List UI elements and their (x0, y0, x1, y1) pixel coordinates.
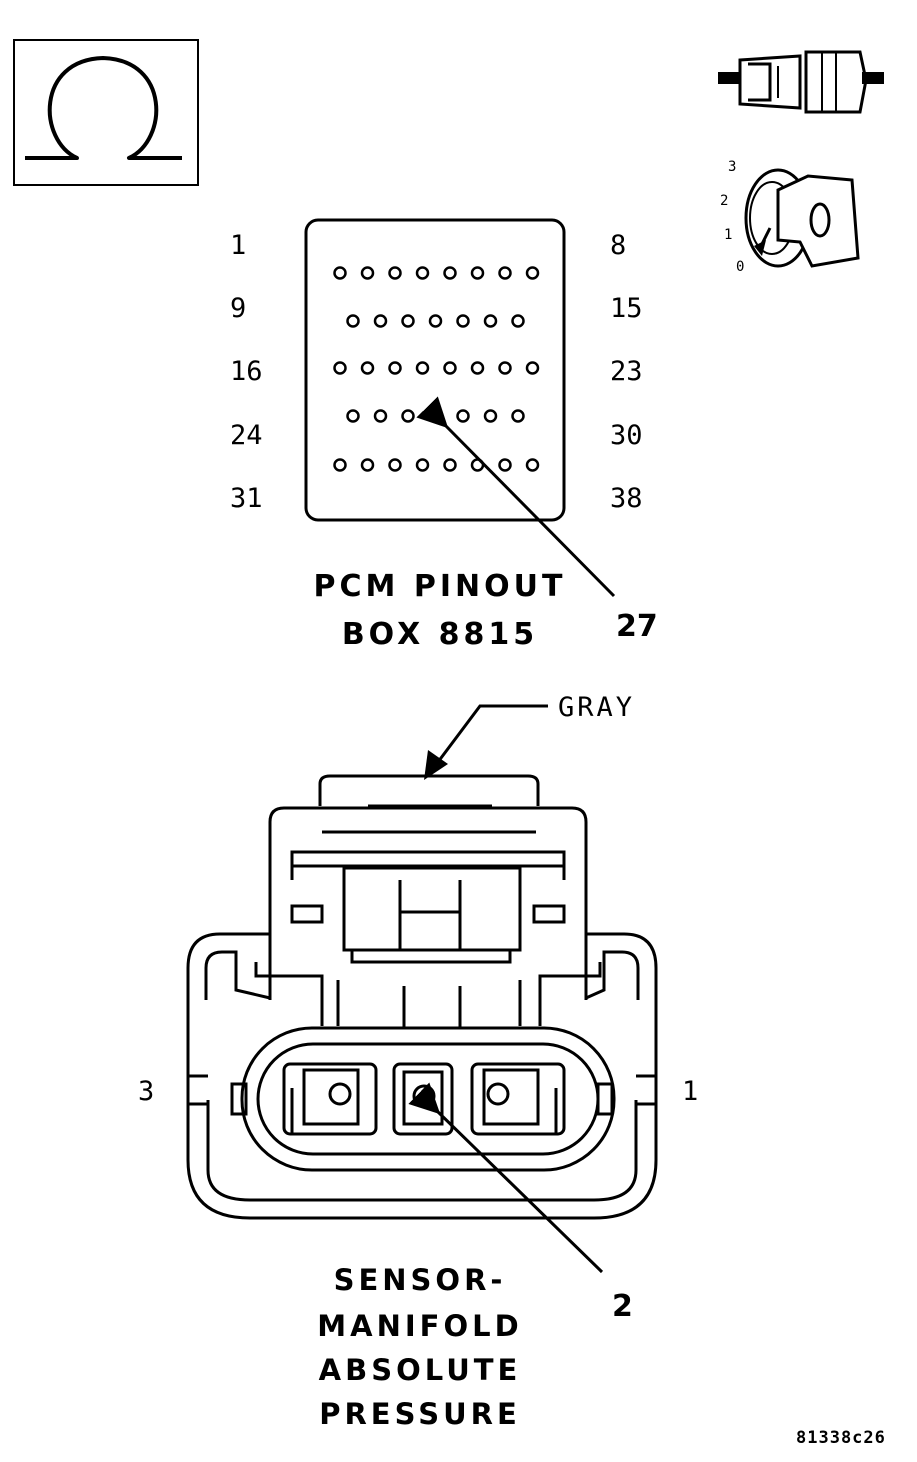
pcm-row-left-label: 24 (230, 420, 263, 451)
pcm-row-right-label: 8 (610, 230, 627, 261)
pcm-pin (456, 409, 470, 423)
pcm-pin (483, 314, 498, 328)
pcm-row-right-label: 30 (610, 420, 643, 451)
pcm-pin (333, 266, 347, 280)
color-leader-arrow (424, 704, 548, 780)
pcm-pin (333, 458, 347, 472)
pcm-pin (443, 266, 457, 280)
pcm-pin (401, 314, 415, 328)
pcm-pin (498, 458, 512, 472)
connector-color-label: GRAY (558, 692, 636, 723)
pcm-pin (415, 266, 430, 280)
sensor-pin-left-label: 3 (138, 1076, 155, 1107)
sensor-title-line3: ABSOLUTE (318, 1353, 522, 1387)
pcm-pin (443, 458, 457, 472)
pcm-pin (498, 361, 512, 375)
pcm-pin (333, 361, 347, 375)
sensor-callout-arrow (408, 1082, 604, 1274)
sensor-callout-label: 2 (612, 1289, 633, 1324)
pcm-pin (373, 409, 388, 423)
pcm-pin (346, 409, 360, 423)
pcm-pin (360, 266, 375, 280)
map-sensor-connector (186, 774, 658, 1220)
pcm-pin (498, 266, 512, 280)
ignition-position-0: 0 (736, 259, 745, 275)
sensor-title-line4: PRESSURE (319, 1397, 521, 1431)
ignition-key-icon (744, 168, 860, 268)
pcm-callout-arrow (416, 396, 616, 598)
ignition-position-1: 1 (724, 227, 733, 243)
pcm-pin (511, 409, 525, 423)
pcm-pin (470, 266, 485, 280)
pcm-pin (525, 361, 540, 375)
pcm-pin (428, 409, 443, 423)
pcm-pin (511, 314, 525, 328)
pcm-pin (456, 314, 470, 328)
pcm-pins (333, 266, 540, 472)
pcm-pin (525, 458, 540, 472)
pcm-pin (388, 266, 402, 280)
pcm-pin (360, 361, 375, 375)
sensor-title-line2: MANIFOLD (317, 1309, 523, 1343)
sensor-title-line1: SENSOR- (333, 1263, 507, 1297)
connector-icon (718, 50, 884, 114)
pcm-pin (346, 314, 360, 328)
figure-id: 81338c26 (796, 1428, 886, 1448)
pcm-pin (443, 361, 457, 375)
pcm-title-line2: BOX 8815 (341, 617, 539, 652)
pcm-row-left-label: 9 (230, 293, 247, 324)
pcm-pin (470, 361, 485, 375)
pcm-row-left-label: 16 (230, 356, 263, 387)
pcm-callout-label: 27 (616, 609, 658, 644)
ignition-position-3: 3 (728, 159, 737, 175)
pcm-pin (483, 409, 498, 423)
pcm-title-line1: PCM PINOUT (313, 569, 567, 604)
pcm-pin (388, 458, 402, 472)
pcm-pin (373, 314, 388, 328)
pcm-pin (401, 409, 415, 423)
pcm-pin (415, 361, 430, 375)
pcm-row-right-label: 15 (610, 293, 643, 324)
pcm-pin (360, 458, 375, 472)
pcm-pin (415, 458, 430, 472)
pcm-pinout-box (304, 218, 566, 522)
pcm-row-right-label: 23 (610, 356, 643, 387)
pcm-row-right-label: 38 (610, 483, 643, 514)
ohmmeter-icon (13, 39, 199, 186)
pcm-pin (428, 314, 443, 328)
pcm-pin (388, 361, 402, 375)
ignition-position-2: 2 (720, 193, 729, 209)
pcm-pin (525, 266, 540, 280)
pcm-row-left-label: 1 (230, 230, 247, 261)
pcm-row-left-label: 31 (230, 483, 263, 514)
sensor-pin-right-label: 1 (682, 1076, 699, 1107)
